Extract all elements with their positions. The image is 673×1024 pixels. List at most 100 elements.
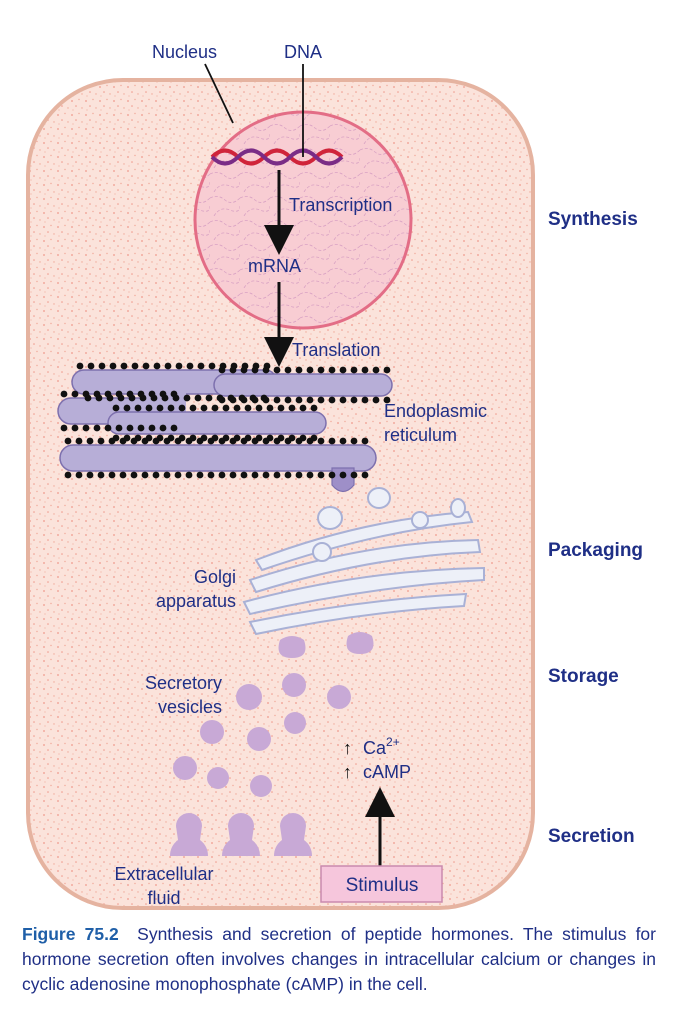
- ribosome-dot: [328, 366, 336, 374]
- ribosome-dot: [174, 437, 182, 445]
- ribosome-dot: [310, 404, 318, 412]
- ribosome-dot: [60, 424, 68, 432]
- ribosome-dot: [295, 471, 303, 479]
- ribosome-dot: [86, 471, 94, 479]
- ribosome-dot: [211, 404, 219, 412]
- ribosome-dot: [82, 424, 90, 432]
- ribosome-dot: [197, 362, 205, 370]
- ribosome-dot: [328, 396, 336, 404]
- golgi-bud-left: [278, 636, 306, 658]
- ribosome-dot: [159, 390, 167, 398]
- ribosome-dot: [251, 471, 259, 479]
- ribosome-dot: [196, 471, 204, 479]
- ribosome-dot: [229, 366, 237, 374]
- ribosome-dot: [119, 471, 127, 479]
- ribosome-dot: [98, 362, 106, 370]
- ribosome-dot: [108, 437, 116, 445]
- ribosome-dot: [178, 404, 186, 412]
- vesicles-label-line2: vesicles: [158, 697, 222, 717]
- ribosome-dot: [306, 471, 314, 479]
- mrna-label: mRNA: [248, 256, 301, 276]
- ribosome-dot: [112, 404, 120, 412]
- ribosome-dot: [288, 404, 296, 412]
- nucleus-label: Nucleus: [152, 42, 217, 62]
- ribosome-dot: [233, 404, 241, 412]
- caption-text: Synthesis and secretion of peptide hormo…: [22, 924, 656, 994]
- ribosome-dot: [159, 424, 167, 432]
- ribosome-dot: [153, 362, 161, 370]
- ribosome-dot: [277, 404, 285, 412]
- ribosome-dot: [218, 437, 226, 445]
- ribosome-dot: [152, 437, 160, 445]
- ribosome-dot: [174, 471, 182, 479]
- ribosome-dot: [175, 362, 183, 370]
- ribosome-dot: [207, 437, 215, 445]
- ribosome-dot: [339, 471, 347, 479]
- ribosome-dot: [163, 437, 171, 445]
- ribosome-dot: [93, 390, 101, 398]
- ribosome-dot: [299, 404, 307, 412]
- ribosome-dot: [123, 404, 131, 412]
- endoplasmic-reticulum: [57, 369, 393, 493]
- ribosome-dot: [218, 366, 226, 374]
- ribosome-dot: [64, 437, 72, 445]
- ribosome-dot: [222, 404, 230, 412]
- stage-storage: Storage: [548, 666, 619, 687]
- ribosome-dot: [273, 471, 281, 479]
- ribosome-dot: [126, 390, 134, 398]
- dna-helix: [210, 148, 344, 166]
- ribosome-dot: [104, 424, 112, 432]
- ribosome-dot: [152, 471, 160, 479]
- stage-synthesis: Synthesis: [548, 209, 638, 230]
- ribosome-dot: [350, 366, 358, 374]
- ribosome-dot: [251, 396, 259, 404]
- ribosome-dot: [361, 396, 369, 404]
- ribosome-dot: [262, 471, 270, 479]
- ribosome-dot: [273, 366, 281, 374]
- figure-number: Figure 75.2: [22, 924, 119, 944]
- golgi-apparatus: [242, 487, 485, 636]
- ribosome-dot: [229, 471, 237, 479]
- dna-label: DNA: [284, 42, 322, 62]
- ribosome-dot: [266, 404, 274, 412]
- ribosome-dot: [284, 396, 292, 404]
- ribosome-dot: [284, 437, 292, 445]
- ribosome-dot: [75, 471, 83, 479]
- ribosome-dot: [93, 424, 101, 432]
- ribosome-dot: [109, 362, 117, 370]
- ribosome-dot: [328, 437, 336, 445]
- figure-caption: Figure 75.2 Synthesis and secretion of p…: [22, 922, 656, 997]
- ribosome-dot: [339, 437, 347, 445]
- ribosome-dot: [350, 471, 358, 479]
- ribosome-dot: [255, 404, 263, 412]
- ribosome-dot: [87, 362, 95, 370]
- transcription-label: Transcription: [289, 195, 392, 215]
- cell-membrane: [26, 78, 535, 910]
- ribosome-dot: [361, 366, 369, 374]
- translation-label: Translation: [292, 340, 380, 360]
- ribosome-dot: [361, 437, 369, 445]
- ribosome-dot: [244, 404, 252, 412]
- ribosome-dot: [229, 437, 237, 445]
- ribosome-dot: [372, 366, 380, 374]
- ribosome-dot: [185, 471, 193, 479]
- ribosome-dot: [229, 396, 237, 404]
- er-label-line2: reticulum: [384, 425, 457, 445]
- ribosome-dot: [194, 394, 202, 402]
- ribosome-dot: [273, 396, 281, 404]
- camp-label: cAMP: [363, 762, 411, 782]
- ribosome-dot: [97, 437, 105, 445]
- ribosome-dot: [141, 471, 149, 479]
- ribosome-dot: [218, 396, 226, 404]
- vesicles-label-line1: Secretory: [145, 673, 222, 693]
- stimulus-box: [320, 865, 443, 903]
- ribosome-dot: [196, 437, 204, 445]
- ribosome-dot: [218, 471, 226, 479]
- ribosome-dot: [115, 390, 123, 398]
- ribosome-dot: [240, 471, 248, 479]
- ribosome-dot: [317, 437, 325, 445]
- ribosome-dot: [240, 437, 248, 445]
- ribosome-dot: [64, 471, 72, 479]
- ribosome-dot: [71, 390, 79, 398]
- golgi-bud-right: [346, 632, 374, 654]
